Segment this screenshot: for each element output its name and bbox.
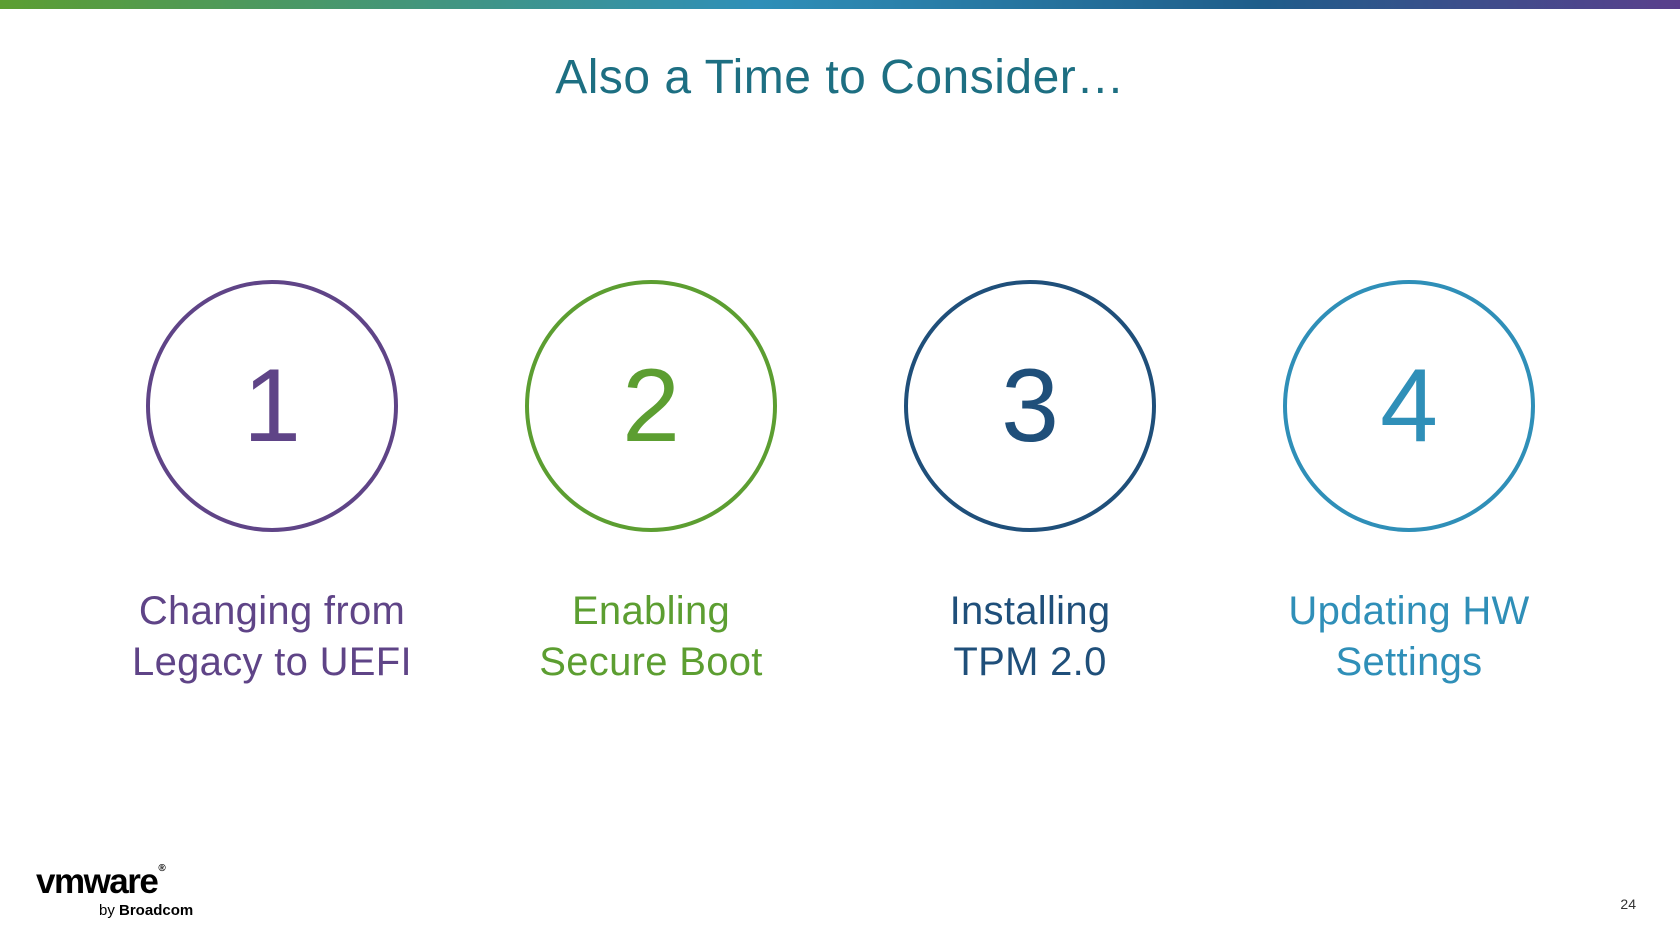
step-4-label-line-2: Settings	[1335, 640, 1483, 684]
logo-by: by	[99, 902, 115, 919]
step-4-number: 4	[1380, 348, 1438, 464]
page-number: 24	[1620, 896, 1636, 912]
step-4-label: Updating HW Settings	[1244, 586, 1574, 688]
logo-byline: by Broadcom	[99, 903, 216, 918]
logo-wordmark: vmware®	[36, 862, 216, 901]
step-4: 4 Updating HW Settings	[1244, 280, 1574, 688]
logo-wordmark-text: vmware	[36, 862, 159, 901]
step-3-number: 3	[1001, 348, 1059, 464]
logo-registered-mark: ®	[158, 863, 166, 874]
step-1-number: 1	[243, 348, 301, 464]
step-2-label: Enabling Secure Boot	[486, 586, 816, 688]
step-2: 2 Enabling Secure Boot	[486, 280, 816, 688]
logo-company: Broadcom	[119, 902, 194, 919]
step-4-circle: 4	[1283, 280, 1535, 532]
vmware-by-broadcom-logo: vmware® by Broadcom	[36, 862, 216, 919]
step-2-number: 2	[622, 348, 680, 464]
step-1-label-line-1: Changing from	[138, 589, 406, 633]
step-3: 3 Installing TPM 2.0	[865, 280, 1195, 688]
slide-title: Also a Time to Consider…	[555, 51, 1125, 104]
step-3-label: Installing TPM 2.0	[865, 586, 1195, 688]
step-4-label-line-1: Updating HW	[1288, 589, 1530, 633]
top-gradient-bar	[0, 0, 1680, 9]
step-2-label-line-1: Enabling	[571, 589, 731, 633]
step-3-label-line-1: Installing	[949, 589, 1111, 633]
step-2-circle: 2	[525, 280, 777, 532]
step-3-circle: 3	[904, 280, 1156, 532]
step-3-label-line-2: TPM 2.0	[953, 640, 1107, 684]
step-1: 1 Changing from Legacy to UEFI	[107, 280, 437, 688]
step-2-label-line-2: Secure Boot	[539, 640, 763, 684]
step-1-label: Changing from Legacy to UEFI	[107, 586, 437, 688]
step-1-label-line-2: Legacy to UEFI	[132, 640, 412, 684]
step-1-circle: 1	[146, 280, 398, 532]
